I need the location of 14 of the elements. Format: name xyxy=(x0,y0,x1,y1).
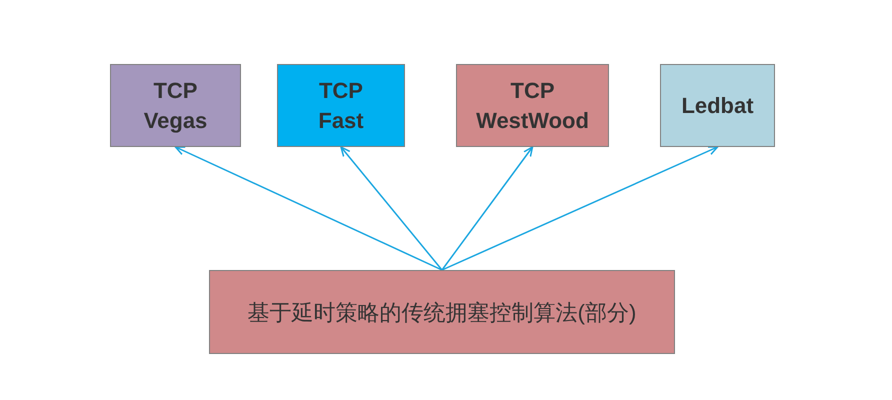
box-label: TCP Fast xyxy=(318,76,364,134)
box-label: TCP WestWood xyxy=(476,76,589,134)
box-label: 基于延时策略的传统拥塞控制算法(部分) xyxy=(248,298,636,326)
box-label: TCP Vegas xyxy=(144,76,208,135)
process-box xyxy=(456,64,609,147)
box-label: Ledbat xyxy=(681,92,754,120)
process-box xyxy=(277,64,405,147)
arrow xyxy=(441,146,534,270)
process-box xyxy=(110,64,241,147)
arrow xyxy=(174,146,442,271)
arrow xyxy=(340,146,443,270)
arrow xyxy=(442,146,718,271)
process-box xyxy=(660,64,775,147)
process-box xyxy=(209,270,675,354)
